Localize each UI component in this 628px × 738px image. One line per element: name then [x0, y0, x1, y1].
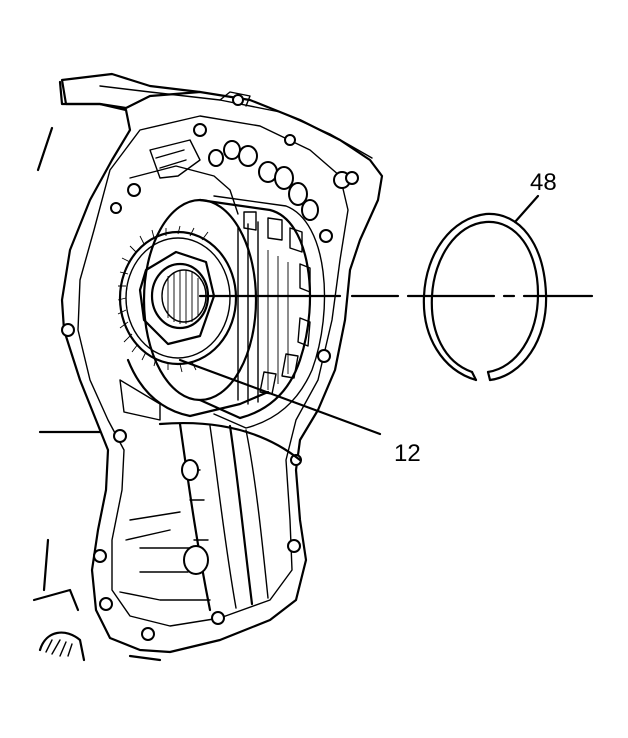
- callout-48: 48: [530, 169, 557, 196]
- lower-band-assembly: [119, 421, 302, 612]
- transmission-case: [32, 72, 384, 662]
- leader-lines: [178, 194, 540, 436]
- callout-12: 12: [394, 440, 421, 467]
- valve-bore-cluster: [129, 139, 319, 221]
- splined-hub: [117, 225, 270, 421]
- bolt-holes: [61, 94, 359, 641]
- clutch-drum: [142, 195, 326, 429]
- snap-ring: [422, 212, 548, 382]
